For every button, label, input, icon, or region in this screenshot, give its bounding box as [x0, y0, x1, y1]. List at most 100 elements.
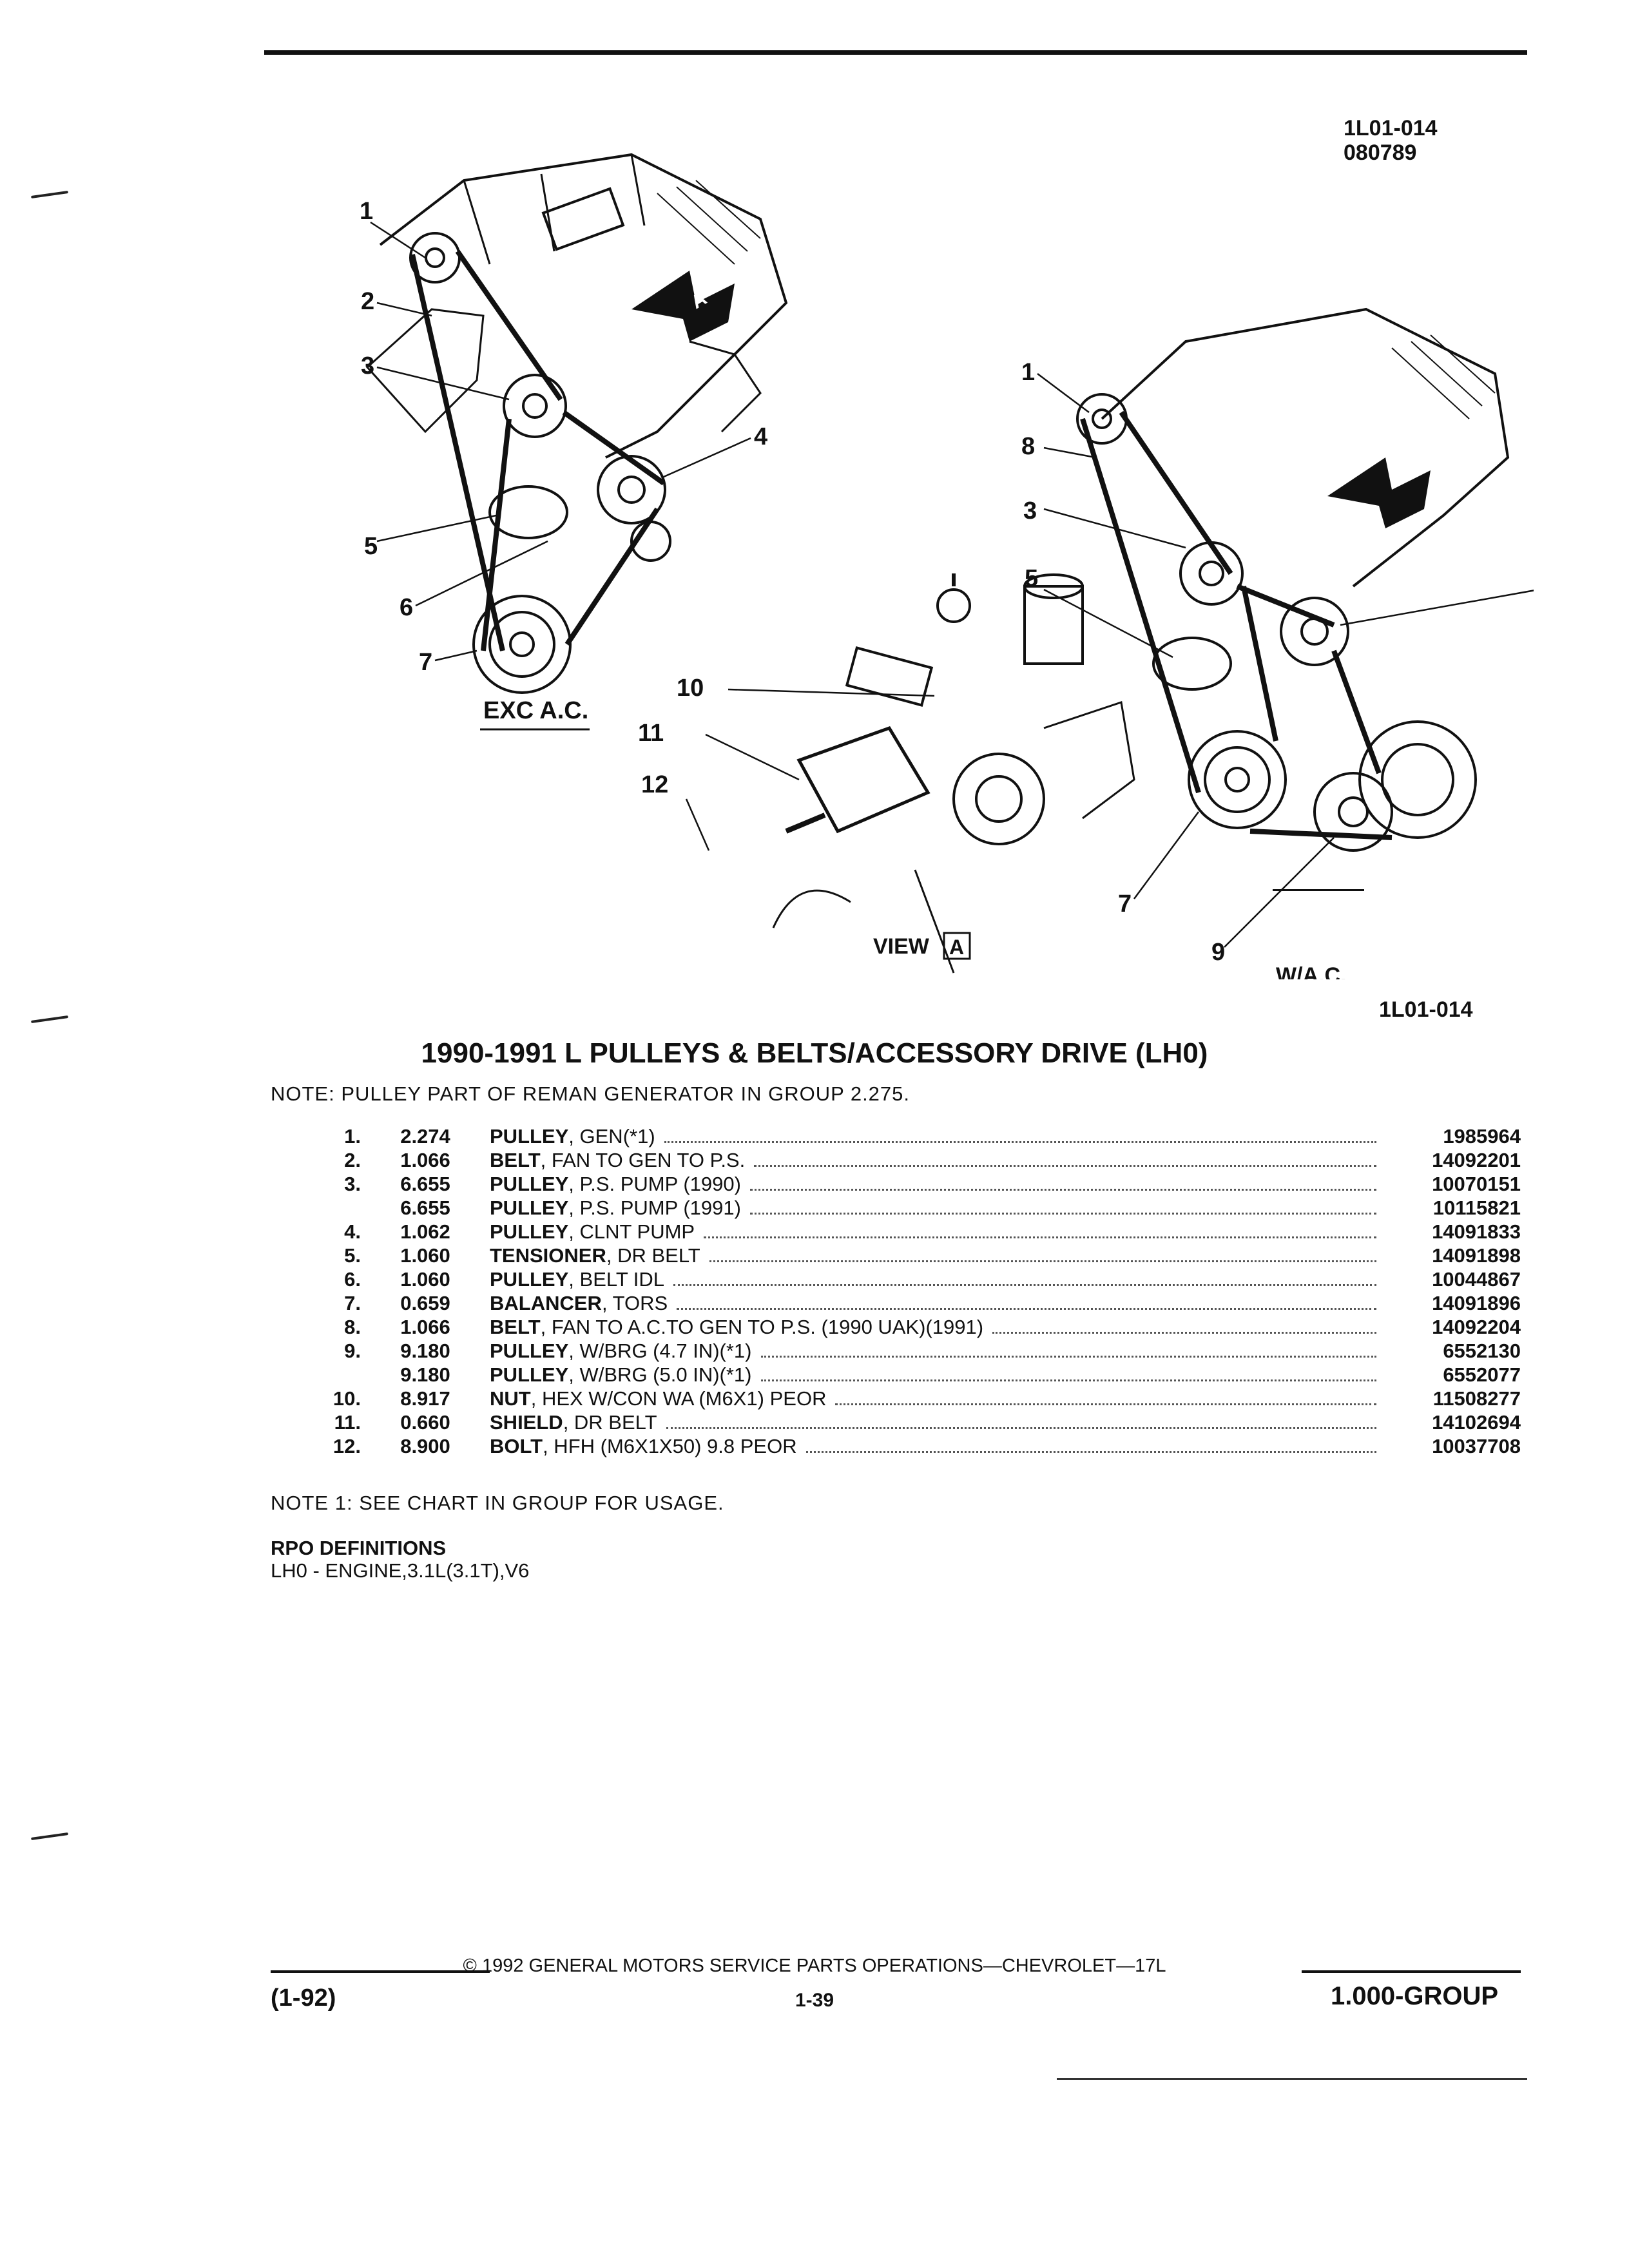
part-description: PULLEY, CLNT PUMP	[490, 1220, 1385, 1244]
part-number: 10070151	[1432, 1173, 1521, 1195]
leader-dots	[677, 1308, 1376, 1310]
part-description: SHIELD, DR BELT	[490, 1410, 1385, 1434]
part-name: SHIELD	[490, 1411, 563, 1434]
leader-dots	[664, 1141, 1376, 1143]
bottom-rule	[1057, 2078, 1527, 2080]
figure-code: 1L01-014	[1344, 116, 1438, 140]
part-detail: , FAN TO A.C.TO GEN TO P.S. (1990 UAK)(1…	[540, 1316, 984, 1338]
part-detail: , DR BELT	[606, 1244, 700, 1267]
footer-rule-right	[1302, 1970, 1521, 1973]
group-number: 1.066	[400, 1149, 450, 1171]
group-number: 6.655	[400, 1173, 450, 1195]
part-number: 6552130	[1443, 1340, 1521, 1362]
callout-right-3: 3	[1023, 497, 1037, 524]
part-detail: , W/BRG (5.0 IN)(*1)	[568, 1363, 752, 1386]
item-number: 11.	[334, 1411, 361, 1434]
part-number: 6552077	[1443, 1363, 1521, 1386]
leader-dots	[992, 1332, 1376, 1334]
callout-left-4: 4	[754, 423, 767, 450]
part-name: BALANCER	[490, 1292, 602, 1314]
item-number: 9.	[344, 1340, 361, 1362]
group-number: 8.917	[400, 1387, 450, 1410]
part-name: PULLEY	[490, 1340, 569, 1362]
footer-page-number: 1-39	[795, 1990, 834, 2011]
parts-row: 9. 9.180 PULLEY, W/BRG (4.7 IN)(*1) 6552130	[271, 1339, 1521, 1363]
part-number: 14092204	[1432, 1316, 1521, 1338]
part-name: BELT	[490, 1316, 541, 1338]
part-detail: , CLNT PUMP	[568, 1220, 695, 1243]
arrow-a-left: A	[631, 271, 735, 341]
rpo-definition: LH0 - ENGINE,3.1L(3.1T),V6	[271, 1559, 530, 1582]
leader-dots	[754, 1165, 1376, 1167]
callout-center-12: 12	[641, 771, 668, 798]
part-number: 14091896	[1432, 1292, 1521, 1314]
group-number: 9.180	[400, 1340, 450, 1362]
item-number: 5.	[344, 1244, 361, 1267]
part-detail: , GEN(*1)	[568, 1125, 655, 1148]
part-detail: , DR BELT	[563, 1411, 657, 1434]
leader-dots	[805, 1451, 1376, 1453]
part-name: PULLEY	[490, 1268, 569, 1291]
callouts-center: 10 11 12	[638, 675, 704, 798]
callout-left-5: 5	[364, 533, 378, 560]
part-description: BELT, FAN TO GEN TO P.S.	[490, 1148, 1385, 1172]
top-rule	[264, 50, 1527, 55]
item-number: 2.	[344, 1149, 361, 1171]
exploded-view-illustration: A	[360, 153, 1534, 979]
part-description: NUT, HEX W/CON WA (M6X1) PEOR	[490, 1387, 1385, 1410]
group-number: 1.062	[400, 1220, 450, 1243]
part-name: PULLEY	[490, 1125, 569, 1148]
part-detail: , HFH (M6X1X50) 9.8 PEOR	[543, 1435, 797, 1457]
item-number: 7.	[344, 1292, 361, 1314]
part-description: PULLEY, W/BRG (5.0 IN)(*1)	[490, 1363, 1385, 1387]
group-number: 9.180	[400, 1363, 450, 1386]
view-box-label: A	[949, 936, 964, 959]
part-name: BELT	[490, 1149, 541, 1171]
caption-wac: W/A.C.	[1276, 963, 1347, 979]
group-number: 1.066	[400, 1316, 450, 1338]
view-box	[943, 932, 971, 960]
leader-dots	[673, 1284, 1376, 1286]
part-description: PULLEY, BELT IDL	[490, 1267, 1385, 1291]
callout-right-7: 7	[1118, 890, 1132, 918]
leader-dots	[666, 1427, 1376, 1429]
part-name: NUT	[490, 1387, 531, 1410]
view-a-drawing	[772, 573, 1135, 974]
engine-right-drawing	[1076, 307, 1510, 852]
caption-exc-ac: EXC A.C.	[480, 697, 590, 731]
leader-lines	[370, 221, 1534, 948]
group-number: 1.060	[400, 1268, 450, 1291]
part-detail: , BELT IDL	[568, 1268, 665, 1291]
part-detail: , P.S. PUMP (1991)	[568, 1196, 741, 1219]
callout-right-8: 8	[1021, 433, 1035, 460]
callout-right-1: 1	[1021, 359, 1035, 386]
part-number: 10115821	[1432, 1196, 1521, 1219]
exc-ac-label: EXC A.C.	[483, 697, 588, 724]
group-number: 2.274	[400, 1125, 450, 1148]
part-number: 10037708	[1432, 1435, 1521, 1457]
part-detail: , FAN TO GEN TO P.S.	[540, 1149, 746, 1171]
callout-left-3: 3	[361, 352, 374, 380]
callout-left-2: 2	[361, 288, 374, 315]
item-number: 4.	[344, 1220, 361, 1243]
callouts-right: 1 8 3 5 4 7 9	[1021, 359, 1225, 966]
group-number: 0.659	[400, 1292, 450, 1314]
margin-mark	[31, 1832, 68, 1841]
figure-code-bottom: 1L01-014	[1379, 997, 1473, 1022]
part-name: TENSIONER	[490, 1244, 606, 1267]
item-number: 6.	[344, 1268, 361, 1291]
part-number: 1985964	[1443, 1125, 1521, 1148]
callouts-left: 1 2 3 4 5 6 7	[360, 198, 767, 676]
part-detail: , W/BRG (4.7 IN)(*1)	[568, 1340, 752, 1362]
part-number: 14102694	[1432, 1411, 1521, 1434]
callout-left-1: 1	[360, 198, 373, 225]
